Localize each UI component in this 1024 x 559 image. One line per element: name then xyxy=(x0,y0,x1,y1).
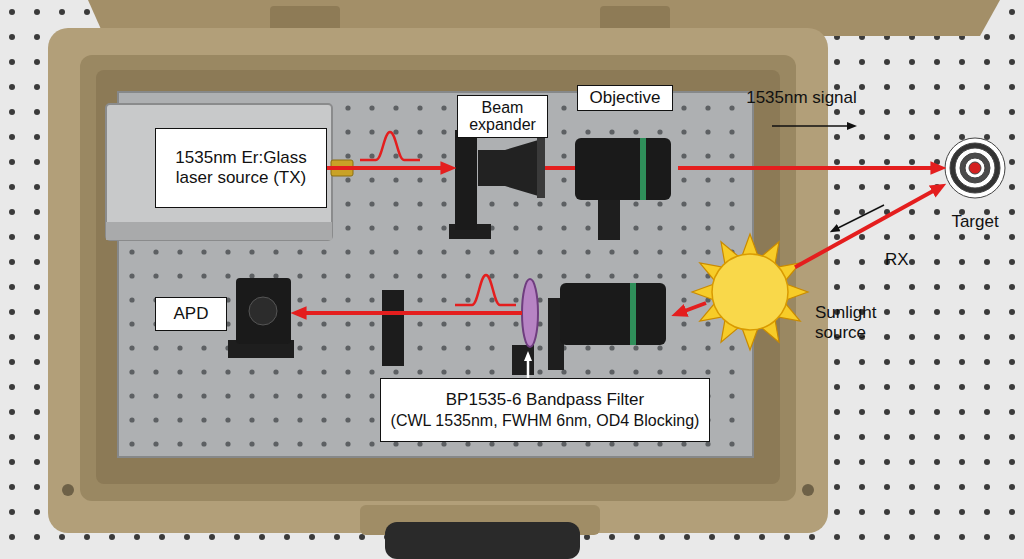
node-label: Target xyxy=(933,212,1017,232)
node-label: BP1535-6 Bandpass Filter xyxy=(446,390,644,410)
target-symbol: Target xyxy=(945,138,1005,198)
detector-label-box: APD xyxy=(155,297,227,331)
target-ring xyxy=(955,148,995,188)
component-region: Beam expander xyxy=(455,95,550,241)
target-ring xyxy=(960,153,990,183)
node-detail: (CWL 1535nm, FWHM 6nm, OD4 Blocking) xyxy=(391,411,700,430)
edge-label: RX xyxy=(885,250,909,270)
breadboard xyxy=(118,92,753,457)
target-ring xyxy=(950,143,1000,193)
bandpass-filter xyxy=(522,279,538,347)
sun-disc xyxy=(712,254,788,330)
objective-lens xyxy=(575,138,671,200)
pulse-symbol xyxy=(360,132,420,160)
beam-expander-lens xyxy=(478,138,545,198)
lens-ring xyxy=(630,283,636,345)
node-label: Sunlight source xyxy=(815,303,899,344)
target-outline xyxy=(945,138,1005,198)
sma-connector xyxy=(331,160,353,176)
sun-ray xyxy=(742,328,758,350)
pulse-symbol xyxy=(455,275,516,305)
laser-beam xyxy=(545,166,575,170)
case-screw xyxy=(62,484,74,496)
lens-mount xyxy=(455,130,477,230)
beam-arrow xyxy=(327,166,445,170)
apd-detector xyxy=(236,278,291,344)
leader-arrow xyxy=(527,358,530,380)
lens-mount xyxy=(598,196,620,240)
case-screw xyxy=(802,484,814,496)
sun-outline xyxy=(705,247,795,337)
target-ring xyxy=(969,162,981,174)
received-beam xyxy=(682,303,706,312)
lens-ring xyxy=(537,138,545,198)
target-ring xyxy=(965,158,985,178)
beam-arrow xyxy=(795,189,936,267)
case-inner-shadow xyxy=(96,70,780,484)
lens-ring xyxy=(640,138,646,200)
sun-ray xyxy=(742,234,758,256)
received-beam xyxy=(302,311,522,315)
node-label: APD xyxy=(174,304,209,324)
case-body xyxy=(48,28,828,533)
sun-ray xyxy=(786,284,808,300)
filter-mount xyxy=(512,345,534,375)
direction-arrow xyxy=(836,205,884,229)
case-inner-wall xyxy=(80,55,796,501)
target-ring xyxy=(945,138,1005,198)
sun-ray xyxy=(692,284,714,300)
objective-lens xyxy=(560,283,666,345)
source-label-box: 1535nm Er:Glass laser source (TX) xyxy=(155,128,327,208)
direction-arrow xyxy=(772,125,850,127)
laser-housing xyxy=(106,104,332,240)
case-handle xyxy=(385,522,580,559)
component-region: Objective xyxy=(572,85,678,251)
node-label: Beam expander xyxy=(457,95,548,138)
node-label: Objective xyxy=(577,85,673,111)
sun-symbol: Sunlight source xyxy=(705,247,795,337)
node-label: 1535nm Er:Glass laser source (TX) xyxy=(162,148,320,189)
optical-post xyxy=(382,290,404,366)
laser-housing-side xyxy=(106,222,332,240)
beam-arrow xyxy=(678,166,935,170)
apd-aperture xyxy=(249,297,277,325)
edge-label: 1535nm signal xyxy=(746,88,857,108)
filter-label-box: BP1535-6 Bandpass Filter(CWL 1535nm, FWH… xyxy=(380,378,710,442)
